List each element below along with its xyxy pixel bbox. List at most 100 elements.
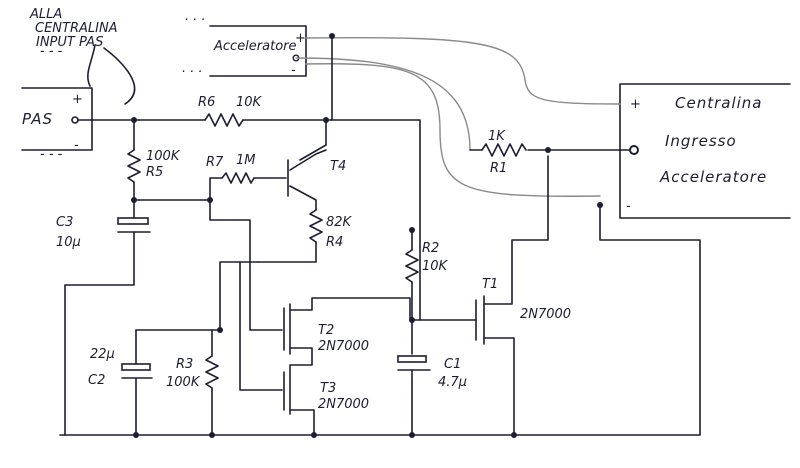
wire-r4-bottom: [257, 241, 317, 263]
label-c3-value: 10µ: [56, 235, 81, 250]
pas-box: [21, 87, 93, 151]
accel-dots-bottom: . . .: [182, 61, 203, 76]
pas-label: PAS: [22, 110, 53, 128]
label-c1-value: 4.7µ: [438, 375, 467, 390]
resistor-r3: [205, 355, 219, 389]
label-r2-value: 10K: [422, 259, 449, 274]
wire-to-t3-gate: [239, 261, 283, 391]
accelerator-connector: . . . . . . Acceleratore + -: [182, 9, 307, 78]
wire-r5-bottom: [133, 181, 211, 201]
pas-dots-top: - - -: [40, 44, 63, 59]
wire-c3-to-ground: [64, 231, 135, 436]
label-r2-name: R2: [422, 241, 439, 256]
header-arrow-1: [87, 44, 96, 87]
capacitor-c1-plate-top: [397, 355, 427, 363]
label-r7-name: R7: [206, 155, 224, 170]
centralina-box: + - Centralina Ingresso Acceleratore: [619, 83, 791, 219]
resistor-r5: [127, 149, 141, 183]
transistor-t4-collector: [289, 149, 327, 171]
junction-r5-top: [131, 117, 137, 123]
label-c3-name: C3: [56, 215, 73, 230]
header-note-line3: INPUT PAS: [36, 35, 103, 50]
wire-accel-minus-to-centralina: [305, 63, 601, 197]
junction-r3-top: [217, 327, 223, 333]
wire-r7-left: [209, 177, 223, 201]
junction-rail-t4: [323, 117, 329, 123]
accel-dots-top: . . .: [185, 9, 206, 24]
header-note: ALLA CENTRALINA INPUT PAS: [29, 7, 136, 105]
label-t1-name: T1: [482, 277, 498, 292]
transistor-t2-drain: [289, 297, 411, 321]
label-t3-name: T3: [320, 381, 336, 396]
main-wiring: [59, 35, 701, 436]
wire-t4-collector: [299, 119, 327, 161]
wire-r7-to-t2-gate: [209, 199, 283, 331]
resistor-r1: [481, 143, 527, 157]
wire-top-rail: [242, 119, 421, 321]
label-r5-value: 100K: [146, 149, 181, 164]
junction-gnd-t1: [511, 432, 517, 438]
transistor-t1-source: [483, 337, 515, 436]
accel-box: [209, 25, 307, 77]
junction-gnd-c2: [133, 432, 139, 438]
label-r6-name: R6: [198, 95, 215, 110]
wire-accel-signal: [295, 57, 471, 151]
junction-t1-gate-node: [409, 317, 415, 323]
accel-minus: -: [291, 63, 296, 78]
label-r1-value: 1K: [488, 129, 506, 144]
junction-centralina-minus: [597, 202, 603, 208]
header-note-line2: CENTRALINA: [35, 21, 118, 36]
transistor-t2-source: [289, 347, 313, 366]
capacitor-c3-plate-top: [117, 217, 149, 225]
junction-dots: [131, 33, 603, 438]
pas-minus: -: [74, 138, 79, 153]
junction-r1-right: [545, 147, 551, 153]
label-r4-name: R4: [326, 235, 343, 250]
accel-label: Acceleratore: [213, 39, 297, 54]
pas-signal-pin: [71, 116, 79, 124]
centralina-line3: Acceleratore: [659, 168, 767, 186]
junction-gnd-r3: [209, 432, 215, 438]
label-r3-name: R3: [176, 357, 193, 372]
wire-r4-to-r3: [219, 261, 259, 331]
centralina-signal-pin: [629, 145, 639, 155]
centralina-line1: Centralina: [675, 94, 762, 112]
header-note-line1: ALLA: [29, 7, 62, 22]
junction-r5-c3: [131, 197, 137, 203]
label-c1-name: C1: [444, 357, 461, 372]
capacitor-c2-plate-top: [121, 363, 151, 371]
pas-plus: +: [72, 92, 83, 107]
label-r5-name: R5: [146, 165, 163, 180]
transistor-t3-source: [289, 409, 315, 436]
centralina-minus: -: [626, 199, 631, 214]
label-c2-name: C2: [88, 373, 105, 388]
centralina-line2: Ingresso: [665, 132, 737, 150]
accel-plus: +: [295, 31, 306, 46]
label-t2-part: 2N7000: [318, 339, 369, 354]
junction-r2-top: [409, 227, 415, 233]
centralina-outline: [619, 83, 791, 219]
resistor-r6: [204, 113, 244, 127]
centralina-plus: +: [630, 97, 641, 112]
pas-connector: - - - - - - PAS + -: [21, 44, 93, 162]
header-arrow-2: [103, 47, 136, 105]
label-r3-value: 100K: [166, 375, 201, 390]
transistor-t4-emitter: [289, 185, 317, 211]
label-t4-name: T4: [330, 159, 346, 174]
component-labels: R6 10K 100K R5 R7 1M T4 82K R4 C3 10µ R2…: [56, 95, 571, 412]
label-t1-part: 2N7000: [520, 307, 571, 322]
label-r7-value: 1M: [236, 153, 256, 168]
resistor-r7: [221, 172, 255, 184]
label-r1-name: R1: [490, 161, 507, 176]
junction-r7: [207, 197, 213, 203]
junction-gnd-c1: [409, 432, 415, 438]
transistor-t1-drain: [483, 155, 549, 305]
junction-gnd-t3: [311, 432, 317, 438]
label-r6-value: 10K: [236, 95, 263, 110]
wire-accel-plus-to-centralina: [305, 36, 621, 105]
junction-accel-plus: [329, 33, 335, 39]
resistor-r4: [309, 209, 323, 243]
label-c2-value: 22µ: [90, 347, 115, 362]
resistor-r2: [405, 249, 419, 283]
